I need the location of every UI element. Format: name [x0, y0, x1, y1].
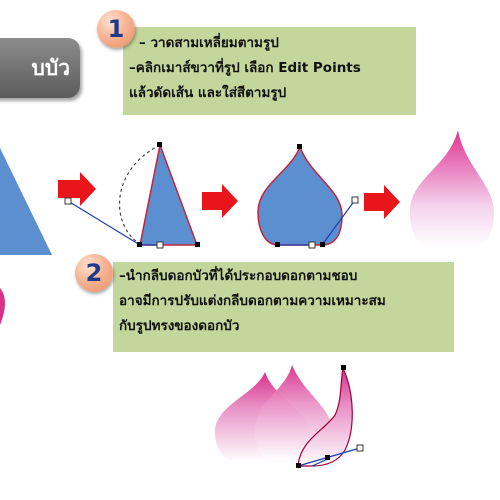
title-tab-text: บบัว [31, 55, 70, 80]
step1-line-2: –คลิกเมาส์ขวาที่รูป เลือก Edit Points [129, 60, 361, 76]
edit-points-triangle [64, 142, 200, 249]
step1-line-3: แล้วดัดเส้น และใส่สีตามรูป [129, 85, 287, 101]
finished-petal [410, 130, 494, 246]
step2-line-2: อาจมีการปรับแต่งกลีบดอกตามความเหมาะสม [119, 293, 386, 309]
step1-note: – วาดสามเหลี่ยมตามรูป –คลิกเมาส์ขวาที่รู… [123, 27, 416, 115]
arrow-right-1 [58, 172, 96, 206]
step2-line-1: –นำกลีบดอกบัวที่ได้ประกอบดอกตามชอบ [119, 268, 358, 284]
step1-line-1: – วาดสามเหลี่ยมตามรูป [139, 35, 279, 51]
arrow-right-3 [364, 185, 400, 219]
left-triangle-shape [0, 148, 52, 255]
step2-badge-number: 2 [85, 259, 103, 287]
step2-note: –นำกลีบดอกบัวที่ได้ประกอบดอกตามชอบ อาจมี… [113, 262, 454, 352]
step1-badge: 1 [97, 10, 135, 48]
title-tab: บบัว [0, 38, 80, 98]
step1-badge-number: 1 [107, 15, 125, 43]
assembled-lotus [215, 365, 364, 468]
edited-petal-shape [257, 144, 359, 249]
step2-badge: 2 [75, 254, 113, 292]
left-petal-fragment [0, 288, 5, 325]
arrow-right-2 [202, 184, 238, 218]
step2-line-3: กับรูปทรงของดอกบัว [119, 318, 240, 334]
